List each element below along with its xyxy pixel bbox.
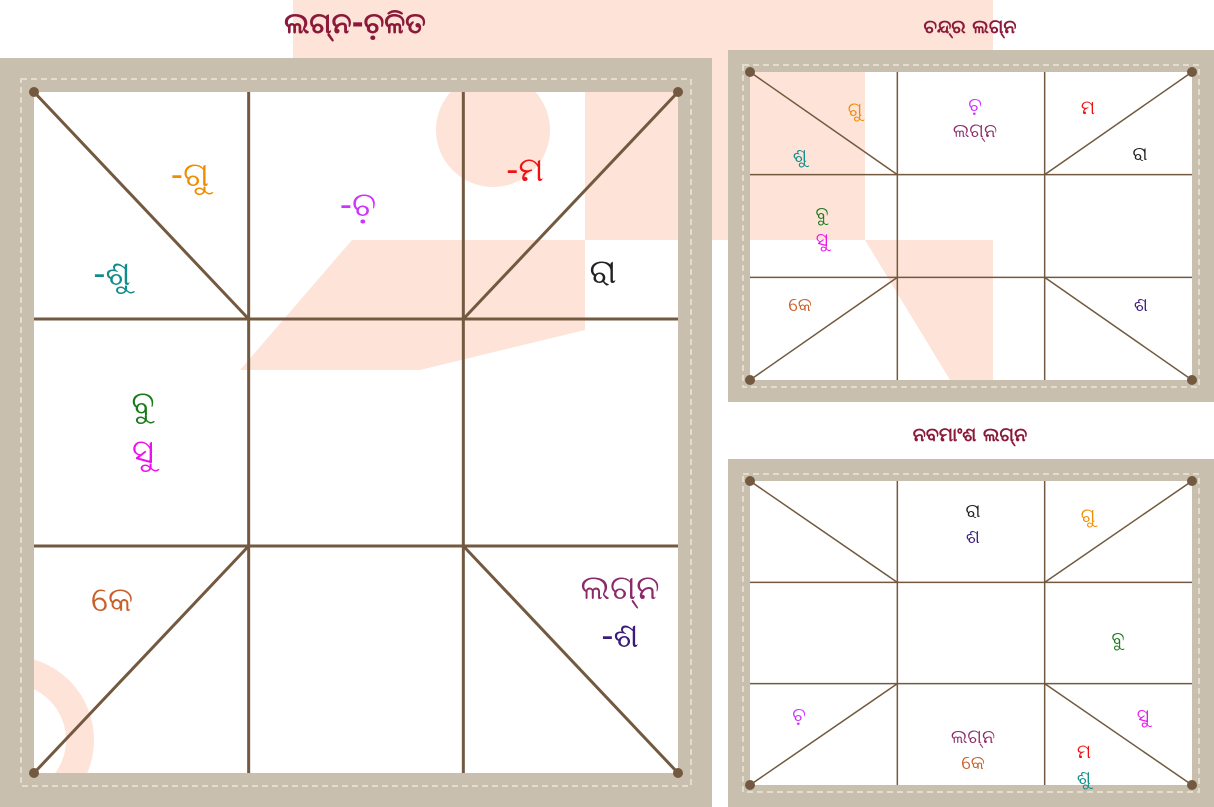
planet-label: ଶୁ — [793, 143, 807, 169]
corner-ornament — [745, 780, 755, 790]
planet-label: -ଶୁ — [93, 250, 131, 298]
planet-label: ରା — [1132, 141, 1147, 167]
house-top-left-upper: ଗୁ — [848, 97, 863, 123]
corner-ornament — [1187, 476, 1197, 486]
planet-label: ବୁ — [1112, 626, 1125, 652]
house-top-left-upper: -ଗୁ — [171, 151, 209, 199]
main-chart-title: ଲଗ୍ନ-ଚ଼ଳିତ — [205, 6, 505, 41]
planet-label: ମ — [1077, 739, 1091, 765]
house-top-center: -ଚ଼ — [340, 181, 376, 229]
corner-ornament — [29, 768, 39, 778]
chart-line — [750, 684, 897, 785]
planet-label: ଶ — [1134, 292, 1148, 318]
planet-label: ରା — [965, 498, 980, 524]
planet-label: କେ — [91, 576, 133, 624]
navamsa-chart-title: ନବମାଂଶ ଲଗ୍ନ — [880, 424, 1060, 446]
planet-label: ଗୁ — [1081, 503, 1096, 529]
planet-label: -ମ — [506, 146, 544, 194]
corner-ornament — [1187, 780, 1197, 790]
chart-line — [750, 277, 897, 380]
planet-label: ସୁ — [1137, 703, 1149, 729]
chart-line — [1045, 684, 1192, 785]
chart-line — [34, 92, 249, 319]
planet-label: ଶୁ — [1077, 765, 1091, 791]
planet-label: ରା — [589, 248, 616, 296]
planet-label: ଗୁ — [848, 97, 863, 123]
planet-label: ଲଗ୍ନ — [580, 564, 659, 612]
corner-ornament — [745, 476, 755, 486]
planet-label: କେ — [961, 750, 985, 776]
chart-line — [34, 546, 249, 773]
planet-label: -ଚ଼ — [340, 181, 376, 229]
corner-ornament — [745, 67, 755, 77]
corner-ornament — [673, 87, 683, 97]
house-top-right-lower: ରା — [589, 248, 616, 296]
planet-label: ଲଗ୍ନ — [953, 118, 997, 144]
planet-label: କେ — [788, 292, 812, 318]
planet-label: ସୁ — [816, 227, 828, 253]
corner-ornament — [1187, 67, 1197, 77]
planet-label: ଚ଼ — [792, 702, 806, 728]
house-top-center: ଚ଼ଲଗ୍ନ — [953, 92, 997, 144]
house-top-right-lower: ରା — [1132, 141, 1147, 167]
house-top-right-upper: ମ — [1081, 95, 1095, 121]
chart-line — [1045, 277, 1192, 380]
chart-line — [1045, 72, 1192, 175]
house-top-left-lower: ଶୁ — [793, 143, 807, 169]
planet-label: ଲଗ୍ନ — [951, 724, 995, 750]
house-top-left-lower: -ଶୁ — [93, 250, 131, 298]
chart-line — [463, 92, 678, 319]
house-bottom-left-upper: କେ — [91, 576, 133, 624]
house-top-center: ରାଶ — [965, 498, 980, 550]
house-bottom-right-upper: ଶ — [1134, 292, 1148, 318]
planet-label: -ଶ — [601, 612, 639, 660]
house-middle-left: ବୁସୁ — [816, 201, 829, 253]
house-middle-left: ବୁସୁ — [131, 380, 154, 476]
house-bottom-left-upper: ଚ଼ — [792, 702, 806, 728]
planet-label: ବୁ — [131, 380, 154, 428]
house-top-right-upper: ଗୁ — [1081, 503, 1096, 529]
corner-ornament — [1187, 375, 1197, 385]
planet-label: -ଗୁ — [171, 151, 209, 199]
chart-line — [1045, 481, 1192, 582]
house-bottom-right-upper: ସୁ — [1137, 703, 1149, 729]
chart-line — [750, 481, 897, 582]
house-bottom-left-upper: କେ — [788, 292, 812, 318]
house-bottom-right-upper: ଲଗ୍ନ-ଶ — [580, 564, 659, 660]
planet-label: ମ — [1081, 95, 1095, 121]
corner-ornament — [673, 768, 683, 778]
planet-label: ଶ — [966, 524, 980, 550]
corner-ornament — [745, 375, 755, 385]
house-top-right-upper: -ମ — [506, 146, 544, 194]
corner-ornament — [29, 87, 39, 97]
house-middle-right: ବୁ — [1112, 626, 1125, 652]
planet-label: ଚ଼ — [968, 92, 982, 118]
chandra-chart-title: ଚନ୍ଦ୍ର ଲଗ୍ନ — [880, 16, 1060, 38]
planet-label: ବୁ — [816, 201, 829, 227]
chart-line — [750, 72, 897, 175]
planet-label: ସୁ — [132, 428, 154, 476]
lagna-chalita-chart — [0, 58, 712, 807]
